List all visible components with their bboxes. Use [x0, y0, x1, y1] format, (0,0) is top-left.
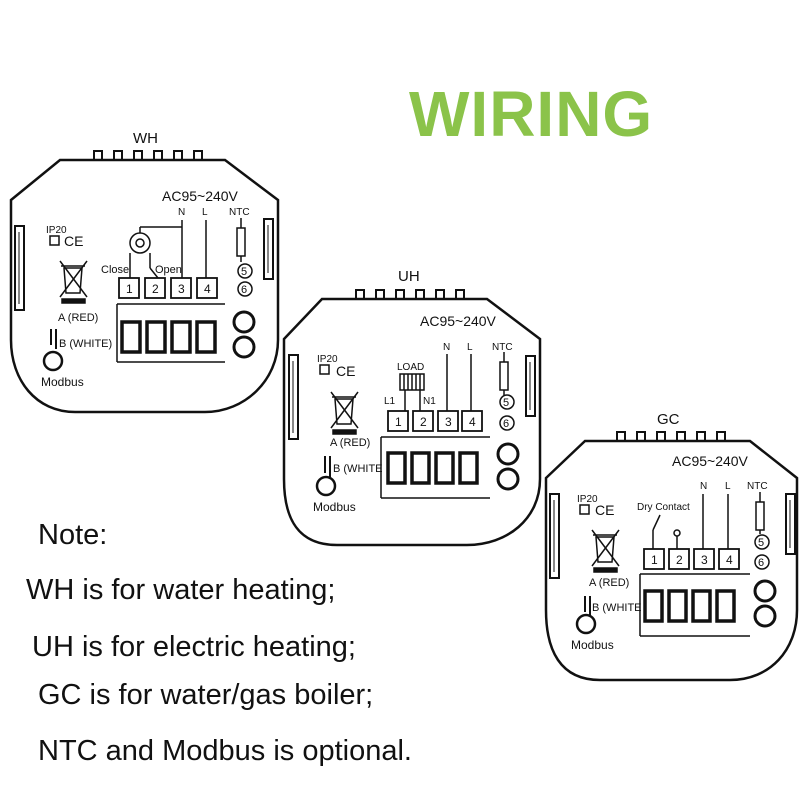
- wh-ip20-box-icon: [49, 235, 60, 246]
- gc-terminal-3: 3: [701, 553, 708, 567]
- wh-left-clip: [14, 225, 25, 311]
- uh-modbus-icon: [315, 456, 337, 497]
- wh-a-red-label: A (RED): [58, 312, 98, 324]
- gc-ntc-sensor-icon: [754, 492, 770, 570]
- uh-l1-label: L1: [384, 396, 396, 407]
- wh-panel-name: WH: [133, 130, 158, 147]
- gc-panel: GC AC95~240V N L NTC IP20 CE Dry Contact: [544, 411, 799, 682]
- wh-weee-bin-icon: [59, 260, 88, 304]
- wh-panel-body: [9, 158, 280, 414]
- gc-dry-contact-label: Dry Contact: [637, 502, 690, 513]
- gc-ntc-terminal-5: 5: [758, 537, 764, 549]
- uh-n-label: N: [443, 342, 450, 353]
- gc-ip20-label: IP20: [577, 494, 598, 505]
- uh-n1-label: N1: [423, 396, 436, 407]
- uh-wires: [446, 354, 472, 411]
- gc-terminal-block: [643, 548, 740, 570]
- gc-voltage-label: AC95~240V: [672, 453, 749, 469]
- gc-left-clip: [549, 493, 560, 579]
- wh-ntc-sensor-icon: [236, 218, 253, 297]
- wh-terminal-block: [118, 277, 218, 299]
- gc-ce-mark: CE: [595, 502, 614, 518]
- wh-modbus-label: Modbus: [41, 375, 84, 389]
- wh-b-white-label: B (WHITE): [59, 338, 112, 350]
- uh-top-tabs: [355, 289, 465, 300]
- uh-ce-mark: CE: [336, 363, 355, 379]
- gc-n-label: N: [700, 481, 707, 492]
- uh-terminal-4: 4: [469, 415, 476, 429]
- wh-ntc-terminal-5: 5: [241, 266, 247, 278]
- uh-modbus-label: Modbus: [313, 500, 356, 514]
- gc-terminal-4: 4: [726, 553, 733, 567]
- uh-left-clip: [288, 354, 299, 440]
- gc-a-red-label: A (RED): [589, 577, 629, 589]
- gc-ntc-terminal-6: 6: [758, 557, 764, 569]
- gc-terminal-1: 1: [651, 553, 658, 567]
- uh-ip20-box-icon: [319, 364, 330, 375]
- gc-ip20-box-icon: [579, 504, 590, 515]
- wh-terminal-1: 1: [126, 282, 133, 296]
- wh-valve-icon: [129, 232, 151, 268]
- wh-terminal-4: 4: [204, 282, 211, 296]
- gc-ntc-label: NTC: [747, 481, 768, 492]
- gc-l-label: L: [725, 481, 731, 492]
- uh-terminal-3: 3: [445, 415, 452, 429]
- wh-l-label: L: [202, 207, 208, 218]
- uh-l-label: L: [467, 342, 473, 353]
- wh-terminal-2: 2: [152, 282, 159, 296]
- wh-modbus-icon: [42, 329, 64, 372]
- uh-b-white-label: B (WHITE: [333, 463, 383, 475]
- uh-terminal-2: 2: [420, 415, 427, 429]
- uh-a-red-label: A (RED): [330, 437, 370, 449]
- uh-ip20-label: IP20: [317, 354, 338, 365]
- uh-panel-name: UH: [398, 268, 420, 285]
- gc-connector: [639, 573, 777, 637]
- wh-wires: [129, 220, 207, 279]
- gc-b-white-label: B (WHITE: [592, 602, 642, 614]
- uh-voltage-label: AC95~240V: [420, 313, 497, 329]
- gc-modbus-icon: [575, 596, 597, 635]
- wh-top-tabs: [93, 150, 203, 161]
- uh-ntc-terminal-5: 5: [503, 397, 509, 409]
- wh-terminal-3: 3: [178, 282, 185, 296]
- uh-load-heater-icon: [399, 373, 425, 411]
- gc-modbus-label: Modbus: [571, 638, 614, 652]
- uh-weee-bin-icon: [330, 391, 359, 435]
- uh-connector: [380, 436, 520, 499]
- uh-load-label: LOAD: [397, 362, 424, 373]
- wh-panel: WH AC95~240V N L NTC IP20 CE: [9, 130, 280, 414]
- wh-open-label: Open: [155, 264, 182, 276]
- gc-right-clip: [785, 493, 796, 555]
- wh-ntc-terminal-6: 6: [241, 284, 247, 296]
- uh-panel: UH AC95~240V N L NTC IP20 CE LOAD: [282, 268, 542, 547]
- uh-right-clip: [525, 355, 536, 417]
- wiring-title: WIRING: [409, 78, 654, 150]
- uh-terminal-block: [387, 410, 483, 432]
- gc-top-tabs: [616, 431, 726, 442]
- wh-close-label: Close: [101, 264, 129, 276]
- wh-ip20-label: IP20: [46, 225, 67, 236]
- uh-ntc-sensor-icon: [499, 352, 515, 431]
- gc-dry-contact-switch-icon: [652, 494, 729, 549]
- wh-voltage-label: AC95~240V: [162, 188, 239, 204]
- uh-panel-body: [282, 297, 542, 547]
- wh-connector: [116, 303, 256, 363]
- uh-ntc-terminal-6: 6: [503, 418, 509, 430]
- gc-panel-name: GC: [657, 411, 680, 428]
- uh-ntc-label: NTC: [492, 342, 513, 353]
- wh-ce-mark: CE: [64, 233, 83, 249]
- gc-weee-bin-icon: [591, 529, 620, 573]
- gc-panel-body: [544, 439, 799, 682]
- wh-ntc-label: NTC: [229, 207, 250, 218]
- gc-terminal-2: 2: [676, 553, 683, 567]
- wh-n-label: N: [178, 207, 185, 218]
- wh-right-clip: [263, 218, 274, 280]
- uh-terminal-1: 1: [395, 415, 402, 429]
